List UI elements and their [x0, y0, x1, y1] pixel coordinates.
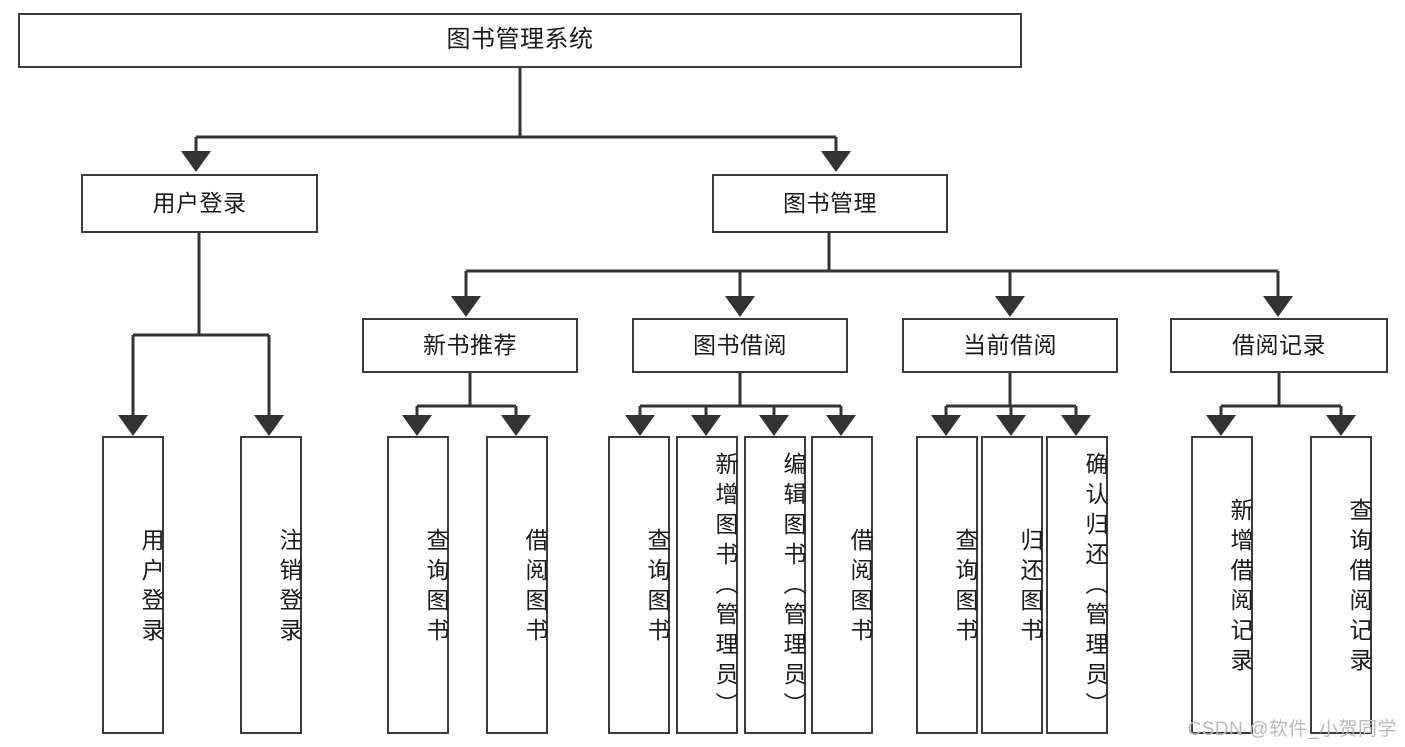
csdn-watermark: CSDN @软件_小贺同学 [1187, 719, 1397, 740]
leaf-new-book-borrow-book[interactable]: 借阅图书 [486, 436, 548, 734]
node-new-book-recommend[interactable]: 新书推荐 [362, 318, 578, 373]
leaf-user-login-login[interactable]: 用户登录 [102, 436, 164, 734]
node-borrow-record[interactable]: 借阅记录 [1170, 318, 1388, 373]
leaf-user-login-logout[interactable]: 注销登录 [240, 436, 302, 734]
leaf-borrow-record-add-record[interactable]: 新增借阅记录 [1191, 436, 1253, 734]
node-root-system[interactable]: 图书管理系统 [18, 13, 1022, 68]
node-user-login[interactable]: 用户登录 [81, 174, 318, 233]
leaf-book-borrow-edit-book-admin[interactable]: 编辑图书（管理员） [744, 436, 806, 734]
node-book-borrow[interactable]: 图书借阅 [632, 318, 848, 373]
node-current-borrow[interactable]: 当前借阅 [902, 318, 1118, 373]
leaf-book-borrow-query-book[interactable]: 查询图书 [608, 436, 670, 734]
leaf-current-borrow-return-book[interactable]: 归还图书 [981, 436, 1043, 734]
leaf-book-borrow-add-book-admin[interactable]: 新增图书（管理员） [676, 436, 738, 734]
leaf-new-book-query-book[interactable]: 查询图书 [387, 436, 449, 734]
leaf-current-borrow-query-book[interactable]: 查询图书 [916, 436, 978, 734]
leaf-borrow-record-query-record[interactable]: 查询借阅记录 [1310, 436, 1372, 734]
node-book-manage[interactable]: 图书管理 [712, 174, 948, 233]
leaf-current-borrow-confirm-return-admin[interactable]: 确认归还（管理员） [1046, 436, 1108, 734]
leaf-book-borrow-borrow-book[interactable]: 借阅图书 [811, 436, 873, 734]
